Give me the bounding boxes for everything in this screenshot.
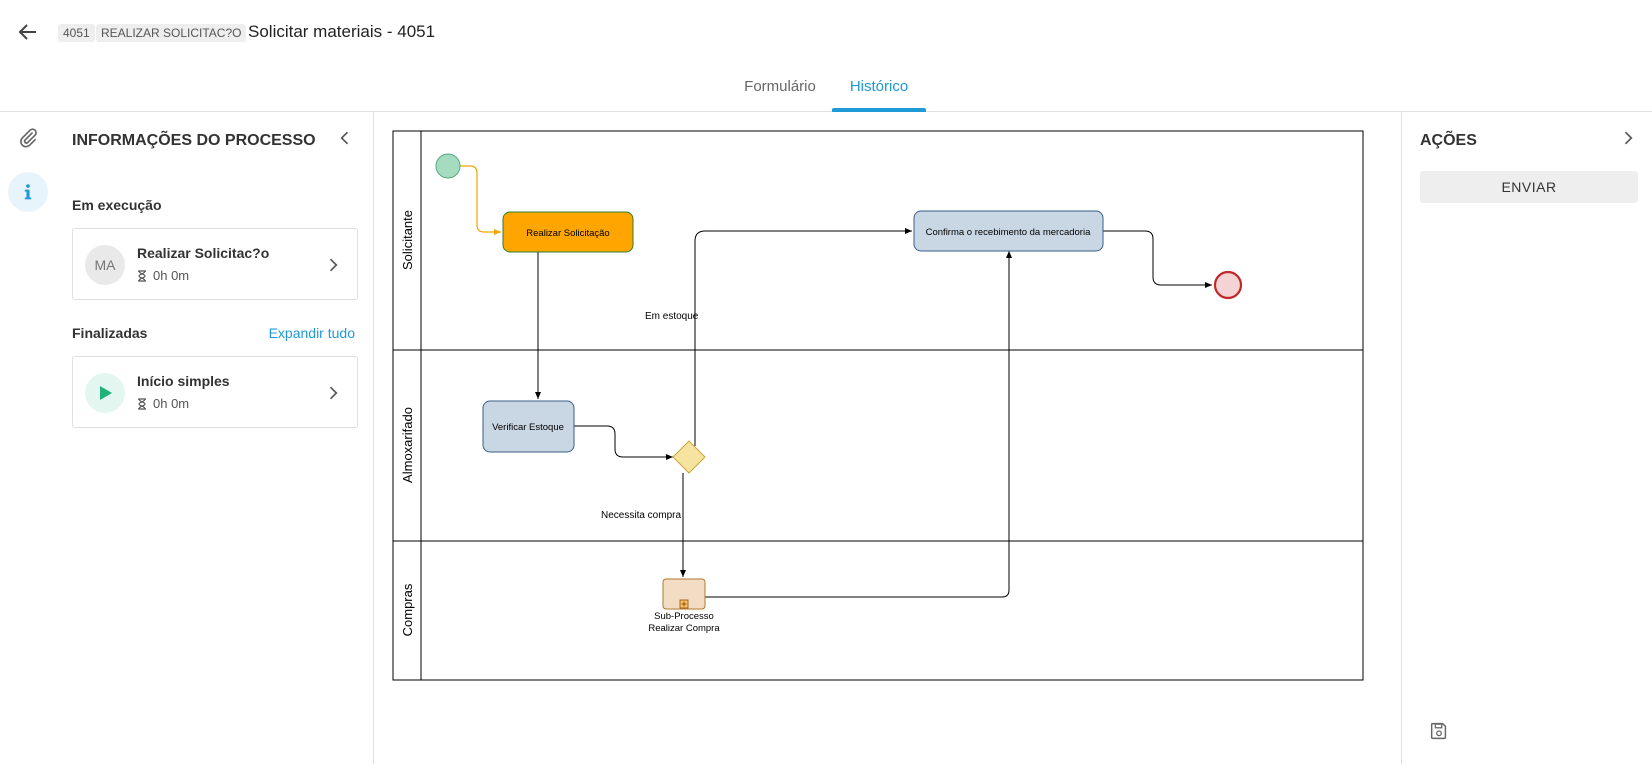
- chevron-right-icon: [329, 258, 338, 272]
- task-time: 0h 0m: [153, 268, 190, 283]
- plus-icon: [681, 601, 687, 607]
- chevron-right-icon[interactable]: [1618, 128, 1638, 148]
- bpmn-canvas[interactable]: Solicitante Almoxarifado Compras Em esto…: [375, 112, 1400, 764]
- finished-task-card[interactable]: Início simples 0h 0m: [72, 356, 358, 428]
- attachments-button[interactable]: [8, 118, 48, 158]
- page-title: Solicitar materiais - 4051: [248, 22, 436, 41]
- info-button[interactable]: [8, 172, 48, 212]
- task-label: Confirma o recebimento da mercadoria: [926, 227, 1091, 238]
- exclusive-gateway[interactable]: [672, 440, 706, 474]
- subprocess-label-line2: Realizar Compra: [648, 623, 720, 634]
- running-task-card[interactable]: MA Realizar Solicitac?o 0h 0m: [72, 228, 358, 300]
- task-realizar-solicitacao[interactable]: Realizar Solicitação: [502, 211, 634, 253]
- task-duration: 0h 0m: [137, 268, 189, 283]
- edge-gateway-to-confirma: [694, 228, 912, 446]
- actions-title: AÇÕES: [1420, 132, 1477, 149]
- active-tab-indicator: [832, 108, 926, 112]
- end-event[interactable]: [1213, 270, 1243, 300]
- bpmn-diagram: Solicitante Almoxarifado Compras Em esto…: [392, 130, 1364, 681]
- task-confirma-recebimento[interactable]: Confirma o recebimento da mercadoria: [913, 210, 1104, 252]
- edge-confirma-to-end: [1103, 230, 1212, 288]
- start-event-avatar: [85, 373, 125, 413]
- task-time: 0h 0m: [153, 396, 190, 411]
- edge-subprocess-to-confirma: [705, 251, 1012, 598]
- back-arrow-icon[interactable]: [16, 20, 40, 44]
- edge-start-to-realizar: [459, 165, 501, 235]
- info-icon: [24, 184, 32, 200]
- avatar: MA: [85, 245, 125, 285]
- task-verificar-estoque[interactable]: Verificar Estoque: [482, 400, 575, 453]
- lane-label-solicitante: Solicitante: [400, 210, 415, 270]
- paperclip-icon: [20, 128, 37, 148]
- chevron-left-icon[interactable]: [335, 128, 355, 148]
- hourglass-icon: [138, 397, 146, 410]
- expand-all-link[interactable]: Expandir tudo: [268, 325, 355, 341]
- lane-label-compras: Compras: [400, 583, 415, 636]
- task-name: Início simples: [137, 373, 230, 389]
- chevron-right-icon: [329, 386, 338, 400]
- edge-label-necessita-compra: Necessita compra: [601, 510, 681, 521]
- panel-title: INFORMAÇÕES DO PROCESSO: [72, 132, 316, 149]
- actions-panel: AÇÕES ENVIAR: [1401, 112, 1652, 764]
- process-info-panel: INFORMAÇÕES DO PROCESSO Em execução MA R…: [56, 112, 374, 764]
- side-rail: [0, 112, 56, 764]
- hourglass-icon: [138, 269, 146, 282]
- process-id-chip: 4051: [58, 24, 95, 42]
- tab-historico[interactable]: Histórico: [849, 78, 909, 95]
- task-status-chip: REALIZAR SOLICITAC?O: [96, 24, 247, 42]
- finished-section-label: Finalizadas: [72, 325, 148, 341]
- lane-label-almoxarifado: Almoxarifado: [400, 407, 415, 483]
- task-label: Realizar Solicitação: [526, 228, 609, 239]
- send-button[interactable]: ENVIAR: [1420, 171, 1638, 203]
- running-section-label: Em execução: [72, 197, 162, 213]
- task-duration: 0h 0m: [137, 396, 189, 411]
- header: 4051 REALIZAR SOLICITAC?O Solicitar mate…: [0, 0, 1652, 112]
- task-label: Verificar Estoque: [492, 422, 564, 433]
- save-icon[interactable]: [1428, 720, 1450, 742]
- subprocess-label-line1: Sub-Processo: [654, 611, 714, 622]
- edge-verificar-to-gateway: [574, 425, 673, 460]
- subprocess-realizar-compra[interactable]: Sub-Processo Realizar Compra: [648, 578, 720, 634]
- edge-label-em-estoque: Em estoque: [645, 311, 699, 322]
- play-icon: [100, 386, 112, 400]
- start-event[interactable]: [435, 153, 461, 179]
- tab-formulario[interactable]: Formulário: [744, 78, 816, 95]
- task-name: Realizar Solicitac?o: [137, 245, 270, 261]
